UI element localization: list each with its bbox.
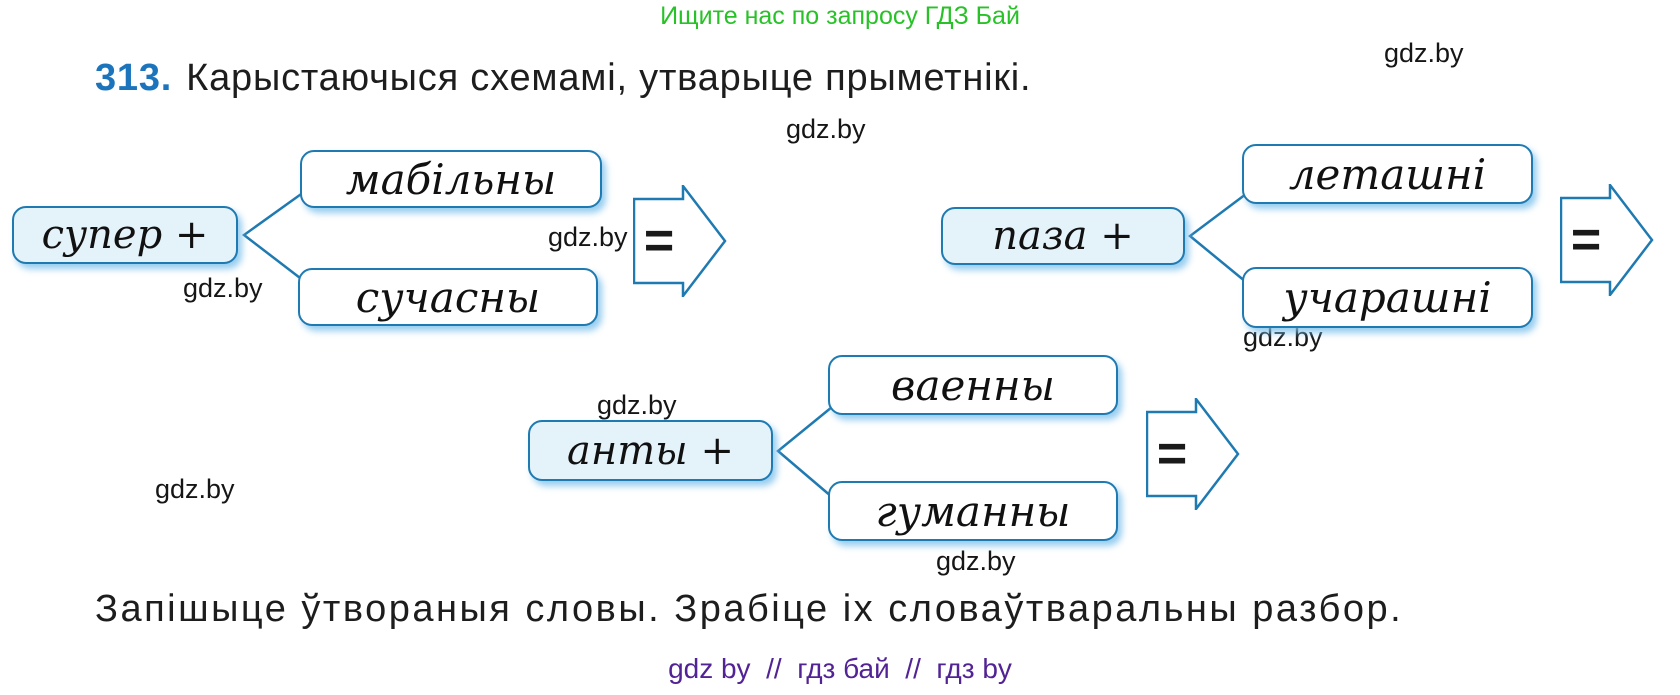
watermark: gdz.by bbox=[155, 474, 235, 504]
schema1-bottom-word-box: сучасны bbox=[298, 268, 598, 326]
watermark: gdz.by bbox=[597, 390, 677, 420]
schema3-prefix: анты + bbox=[567, 427, 734, 474]
schema1-prefix: супер + bbox=[41, 212, 209, 258]
promo-banner-top: Ищите нас по запросу ГДЗ Бай bbox=[660, 2, 1020, 30]
schema3-result-arrow: = bbox=[1146, 398, 1240, 510]
schema1-top-word: мабільны bbox=[345, 154, 557, 204]
schema2-bottom-word-box: учарашні bbox=[1242, 267, 1533, 328]
result-arrow-icon bbox=[1146, 398, 1240, 510]
schema2-prefix-box: паза + bbox=[941, 207, 1185, 265]
watermark: gdz.by bbox=[1384, 38, 1464, 68]
schema1-result-arrow: = bbox=[633, 185, 727, 297]
schema3-top-word: ваенны bbox=[891, 360, 1055, 410]
schema3-top-word-box: ваенны bbox=[828, 355, 1118, 415]
schema2-result-arrow: = bbox=[1560, 184, 1654, 296]
schema3-prefix-box: анты + bbox=[528, 420, 773, 481]
schema3-bottom-word-box: гуманны bbox=[828, 481, 1118, 541]
schema1-top-word-box: мабільны bbox=[300, 150, 602, 208]
equals-sign: = bbox=[1156, 425, 1188, 483]
schema2-top-word: леташні bbox=[1288, 149, 1487, 199]
watermark: gdz.by bbox=[548, 222, 628, 252]
promo-banner-bottom: gdz by // гдз бай // гдз by bbox=[668, 653, 1012, 684]
schema1-prefix-box: супер + bbox=[12, 206, 238, 264]
schema2-prefix: паза + bbox=[992, 213, 1134, 259]
result-arrow-icon bbox=[633, 185, 727, 297]
exercise-heading: 313. Карыстаючыся схемамі, утварыце прыме… bbox=[95, 57, 1031, 100]
equals-sign: = bbox=[1570, 211, 1602, 269]
watermark: gdz.by bbox=[936, 546, 1016, 576]
exercise-number: 313. bbox=[95, 57, 173, 99]
schema2-top-word-box: леташні bbox=[1242, 144, 1533, 204]
watermark: gdz.by bbox=[786, 114, 866, 144]
schema3-bottom-word: гуманны bbox=[875, 486, 1071, 536]
schema2-bottom-word: учарашні bbox=[1283, 273, 1492, 322]
watermark: gdz.by bbox=[183, 273, 263, 303]
schema1-bottom-word: сучасны bbox=[355, 272, 541, 322]
result-arrow-icon bbox=[1560, 184, 1654, 296]
exercise-task-text: Карыстаючыся схемамі, утварыце прыметнік… bbox=[186, 57, 1032, 99]
equals-sign: = bbox=[643, 212, 675, 270]
exercise-followup-text: Запішыце ўтвораныя словы. Зрабіце іх сло… bbox=[95, 588, 1404, 630]
